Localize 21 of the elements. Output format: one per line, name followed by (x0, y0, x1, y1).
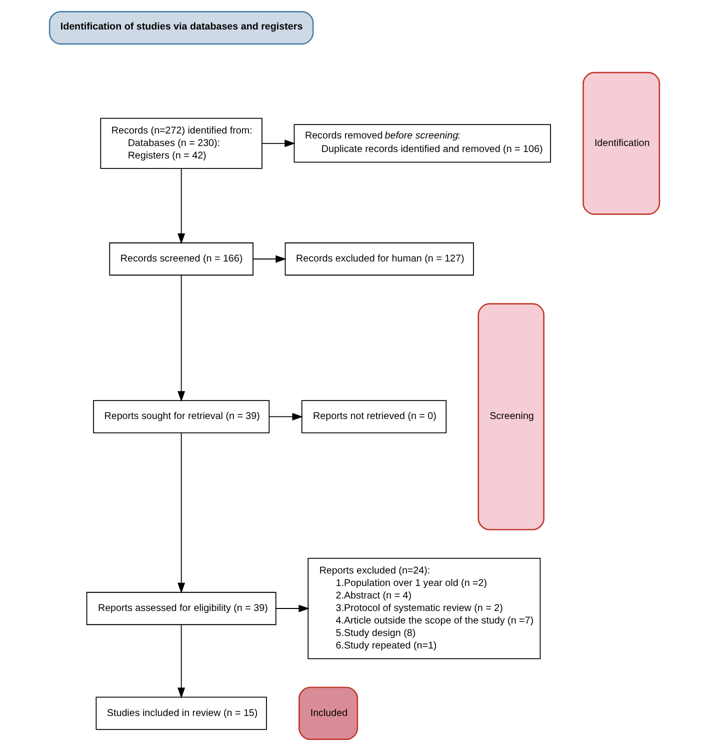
arrow (262, 140, 296, 148)
arrow (178, 624, 186, 698)
node-box: Reports excluded (n=24): 1.Population over 1 year old (n =2) 2.Abstract (n = 4) 3.Protocol of systematic review (n = 2) 4.Article outside the scope of the study (n =7) 5.Study design (8) 6.Study repeated (n=1) (308, 558, 541, 660)
node-box: Records excluded for human (n = 127) (284, 242, 474, 276)
arrow (178, 274, 186, 402)
node-box: Screening (478, 303, 544, 530)
arrow (178, 168, 186, 244)
node-box: Studies included in review (n = 15) (96, 696, 267, 730)
node-box: Records (n=272) identified from: Databases (n = 230): Registers (n = 42) (100, 118, 262, 169)
arrow (178, 432, 186, 594)
node-box: Records screened (n = 166) (109, 242, 254, 276)
arrow (276, 604, 310, 612)
node-box: Records removed before screening: Duplicate records identified and removed (n = 106) (294, 124, 551, 163)
node-box: Reports sought for retrieval (n = 39) (93, 400, 270, 434)
arrow (252, 255, 286, 263)
arrow (268, 412, 304, 420)
node-box: Identification of studies via databases and registers (48, 11, 314, 45)
node-box: Reports assessed for eligibility (n = 39) (86, 592, 276, 626)
node-box: Reports not retrieved (n = 0) (301, 400, 447, 434)
node-box: Included (298, 686, 358, 740)
node-box: Identification (582, 72, 660, 215)
